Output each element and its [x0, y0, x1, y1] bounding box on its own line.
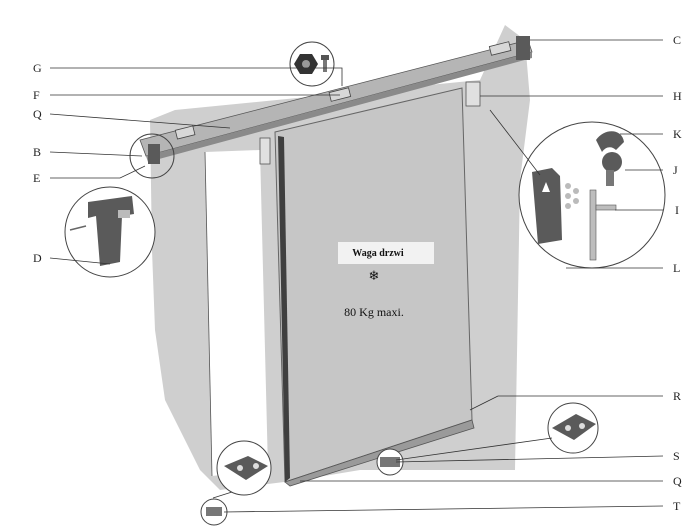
door-sign	[338, 242, 434, 264]
door-panel	[274, 87, 475, 487]
label-d: D	[33, 251, 42, 265]
door-opening	[205, 150, 268, 476]
label-j: J	[673, 163, 678, 177]
label-r: R	[673, 389, 681, 403]
label-h: H	[673, 89, 682, 103]
label-c: C	[673, 33, 681, 47]
detail-g-nut-bolt	[289, 41, 335, 87]
hanger-left	[259, 137, 271, 165]
label-f: F	[33, 88, 40, 102]
label-s: S	[673, 449, 680, 463]
door-weight-title: Waga drzwi	[352, 248, 404, 259]
label-i: I	[675, 203, 679, 217]
hanger-plate	[532, 168, 562, 244]
detail-floor-guide	[200, 498, 228, 526]
label-t: T	[673, 499, 681, 513]
rail-bracket-right	[488, 41, 512, 56]
snowflake-icon: ❄	[369, 269, 380, 284]
detail-bottom-guide-right	[547, 402, 599, 454]
door-weight-value: 80 Kg maxi.	[344, 305, 404, 319]
end-stop-left	[148, 144, 160, 164]
rail-bracket-left	[174, 125, 196, 140]
label-q-bottom: Q	[673, 474, 682, 488]
hanger-right	[465, 81, 481, 107]
detail-d-bracket	[64, 186, 156, 278]
label-e: E	[33, 171, 40, 185]
label-q-top: Q	[33, 107, 42, 121]
label-k: K	[673, 127, 682, 141]
roller-wheel	[596, 131, 624, 152]
detail-hanger-assembly	[518, 121, 666, 269]
detail-bottom-guide-left	[216, 440, 272, 496]
label-b: B	[33, 145, 41, 159]
rail-bracket-middle	[328, 87, 352, 102]
label-g: G	[33, 61, 42, 75]
label-l: L	[673, 261, 680, 275]
end-stop-right	[516, 36, 530, 60]
hanger-arm	[589, 189, 597, 261]
leader-lines	[49, 39, 664, 513]
detail-circle-rail-end	[129, 133, 175, 179]
